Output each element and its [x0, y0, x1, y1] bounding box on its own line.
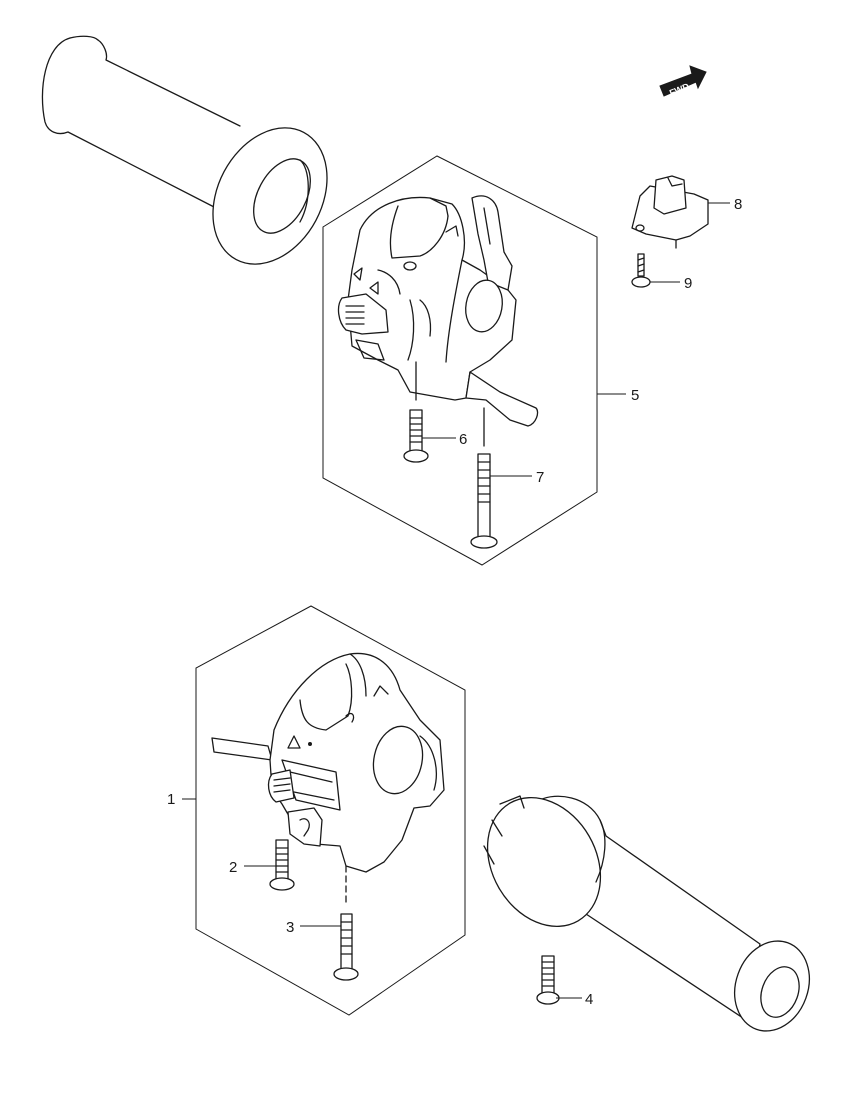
- lower-switch-housing: [211, 652, 445, 873]
- callout-leaders: [182, 202, 730, 999]
- callout-1: 1: [167, 791, 175, 808]
- switch-part-8: [631, 175, 709, 249]
- fwd-arrow-icon: FWD: [659, 65, 707, 98]
- screw-7: [470, 407, 498, 549]
- callout-8: 8: [734, 196, 742, 213]
- screw-9: [631, 253, 651, 288]
- callout-2: 2: [229, 859, 237, 876]
- assembly-5-frame: [322, 155, 598, 566]
- assembly-1-frame: [195, 605, 466, 1016]
- screw-3: [333, 865, 359, 981]
- right-throttle-grip: [483, 795, 810, 1032]
- upper-switch-housing: [337, 195, 539, 427]
- screw-4: [536, 955, 560, 1005]
- callout-6: 6: [459, 431, 467, 448]
- callout-3: 3: [286, 919, 294, 936]
- left-handlebar-grip: [41, 35, 328, 265]
- callout-4: 4: [585, 991, 593, 1008]
- screw-2: [269, 839, 295, 891]
- screw-6: [403, 361, 429, 463]
- callout-9: 9: [684, 275, 692, 292]
- callout-7: 7: [536, 469, 544, 486]
- callout-5: 5: [631, 387, 639, 404]
